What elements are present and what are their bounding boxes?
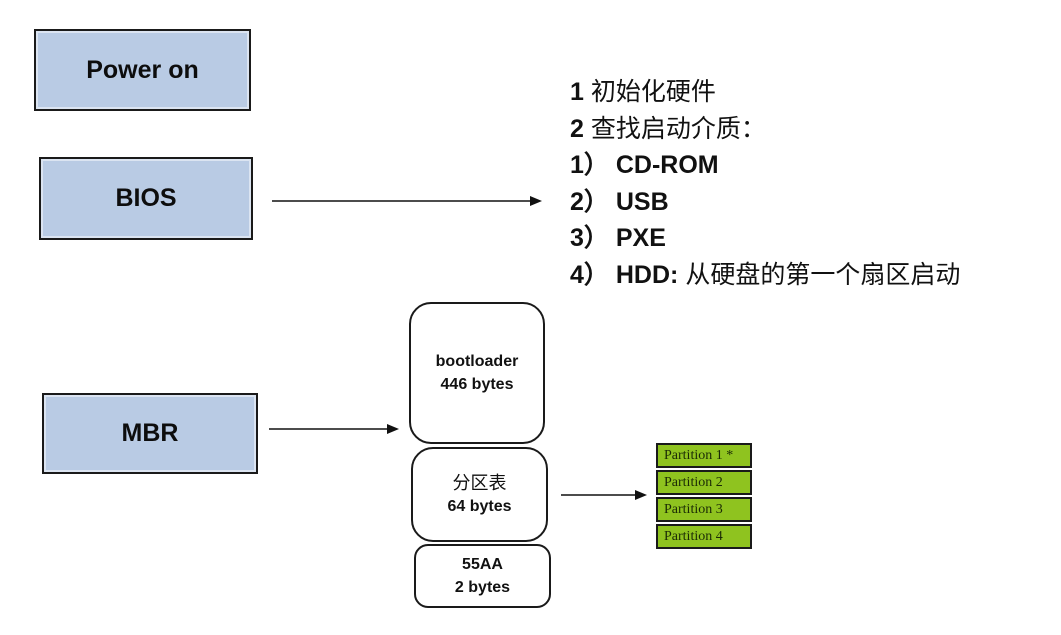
block-size: 64 bytes (447, 497, 512, 515)
bootloader-block: bootloader 446 bytes (409, 302, 545, 444)
partition-table-arrow (561, 490, 647, 500)
signature-block: 55AA 2 bytes (414, 544, 551, 608)
bios-step: 2） USB (570, 187, 669, 216)
block-name: bootloader (435, 353, 519, 370)
partition-table-block: 分区表 64 bytes (411, 447, 548, 542)
mbr-label: MBR (121, 419, 179, 447)
block-size: 446 bytes (440, 376, 514, 393)
block-name: 55AA (462, 556, 503, 573)
bios-step: 3） PXE (570, 224, 666, 252)
bios-step: 1） CD-ROM (570, 151, 719, 179)
block-size: 2 bytes (454, 579, 511, 596)
bios-step: 4） HDD: 从硬盘的第一个扇区启动 (570, 260, 961, 289)
partition-item: Partition 1 * (656, 443, 752, 468)
mbr-arrow (269, 424, 399, 434)
bios-step: 1 初始化硬件 (570, 78, 716, 106)
bios-arrow (272, 196, 542, 206)
partition-item: Partition 2 (656, 470, 752, 495)
power-on-box: Power on (34, 29, 251, 111)
partition-list: Partition 1 * Partition 2 Partition 3 Pa… (656, 443, 752, 551)
partition-item: Partition 4 (656, 524, 752, 549)
power-on-label: Power on (86, 55, 199, 84)
mbr-box: MBR (42, 393, 258, 474)
partition-item: Partition 3 (656, 497, 752, 522)
bios-steps-list: 1 初始化硬件 2 查找启动介质： 1） CD-ROM 2） USB 3） PX… (570, 74, 960, 293)
bios-label: BIOS (115, 184, 177, 212)
bios-step: 2 查找启动介质： (570, 114, 766, 143)
bios-box: BIOS (39, 157, 253, 240)
block-name: 分区表 (452, 472, 507, 493)
